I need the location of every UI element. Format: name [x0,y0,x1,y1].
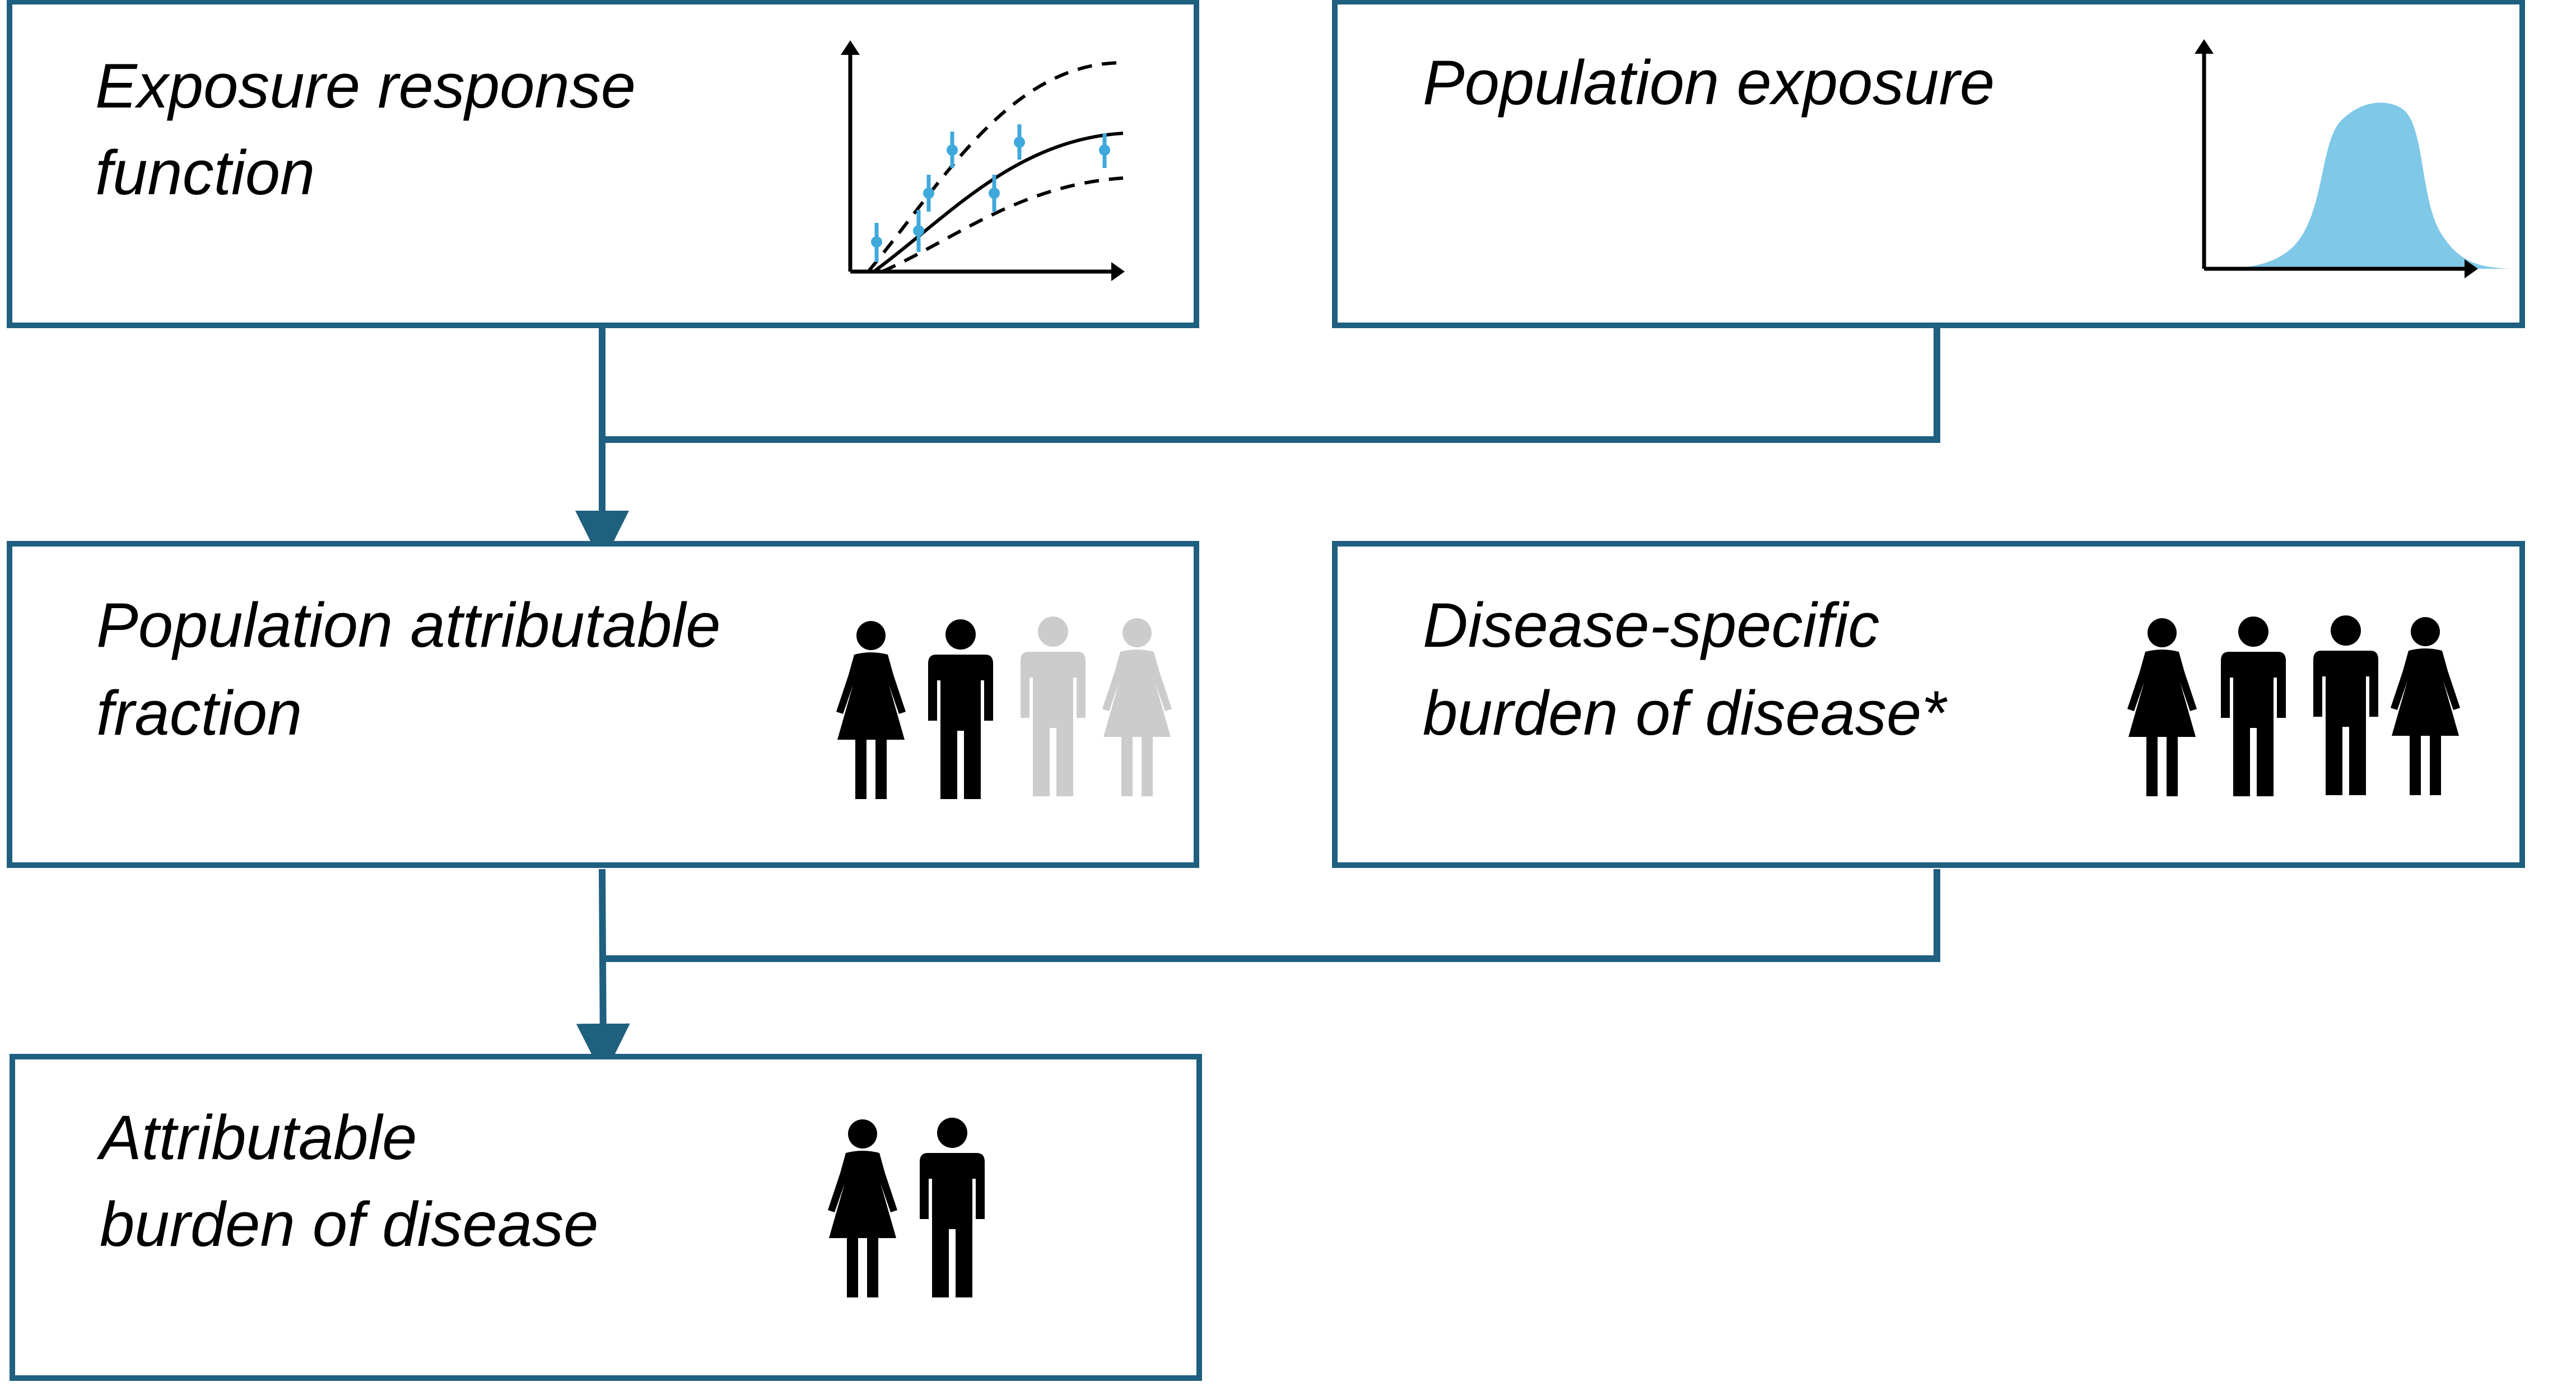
dose-response-curve-icon [841,40,1125,281]
box-population-attributable-fraction: Population attributable fraction [7,541,1199,868]
distribution-fill [2218,102,2512,269]
exposure-response-title-line1: Exposure response [95,51,636,121]
box-attributable-burden: Attributable burden of disease [10,1054,1202,1381]
distribution-curve-icon [2195,39,2512,278]
attributable-burden-title-line1: Attributable [96,1103,417,1173]
population-exposure-title: Population exposure [1423,48,1995,118]
box-disease-specific-burden: Disease-specific burden of disease* [1332,541,2525,868]
fitted-curve [873,132,1124,273]
exposure-response-title-line2: function [95,138,315,208]
data-points [871,124,1110,262]
paf-title-line2: fraction [96,678,302,748]
connector-top [575,327,1940,564]
paf-title-line1: Population attributable [96,590,721,660]
box-exposure-response-function: Exposure response function [7,0,1199,328]
box-population-exposure: Population exposure [1332,0,2525,328]
lower-bound-curve [881,176,1124,273]
disease-burden-title-line1: Disease-specific [1423,590,1879,660]
attributable-burden-title-line2: burden of disease [100,1189,598,1259]
upper-bound-curve [867,61,1121,273]
disease-burden-title-line2: burden of disease* [1423,678,1948,748]
connector-bottom [576,869,1940,1077]
